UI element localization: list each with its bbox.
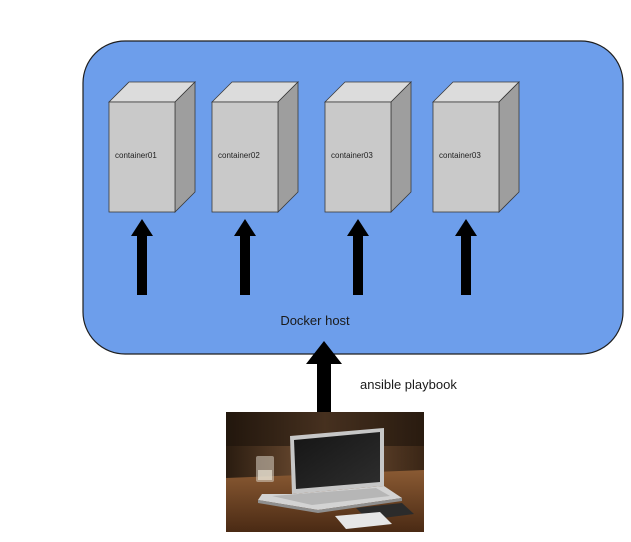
ansible-playbook-label: ansible playbook — [360, 377, 457, 392]
container-4: container03 — [432, 81, 520, 295]
container-front-face — [108, 101, 176, 213]
playbook-arrow-shaft — [317, 362, 331, 412]
ansible-playbook-arrow — [306, 341, 342, 412]
container-side-face — [498, 81, 520, 213]
container-arrow-shaft — [240, 232, 250, 295]
container-label: container01 — [115, 151, 157, 160]
container-label: container03 — [439, 151, 481, 160]
container-side-face — [277, 81, 299, 213]
container-side-face — [390, 81, 412, 213]
containers-group: container01 container02 container03 contain… — [108, 81, 520, 295]
container-arrow-head — [347, 219, 369, 236]
container-label: container02 — [218, 151, 260, 160]
container-arrow-head — [131, 219, 153, 236]
container-arrow-head — [234, 219, 256, 236]
container-arrow-shaft — [461, 232, 471, 295]
laptop-photo — [226, 412, 424, 532]
phone-icon — [335, 503, 414, 529]
playbook-arrow-head — [306, 341, 342, 364]
container-arrow-shaft — [137, 232, 147, 295]
container-front-face — [324, 101, 392, 213]
docker-host-label: Docker host — [280, 313, 350, 328]
container-1: container01 — [108, 81, 196, 295]
laptop-icon — [258, 428, 402, 513]
container-2: container02 — [211, 81, 299, 295]
container-side-face — [174, 81, 196, 213]
container-arrow-head — [455, 219, 477, 236]
container-label: container03 — [331, 151, 373, 160]
container-arrow-shaft — [353, 232, 363, 295]
container-front-face — [211, 101, 279, 213]
container-front-face — [432, 101, 500, 213]
container-3: container03 — [324, 81, 412, 295]
glass-icon — [256, 456, 274, 482]
